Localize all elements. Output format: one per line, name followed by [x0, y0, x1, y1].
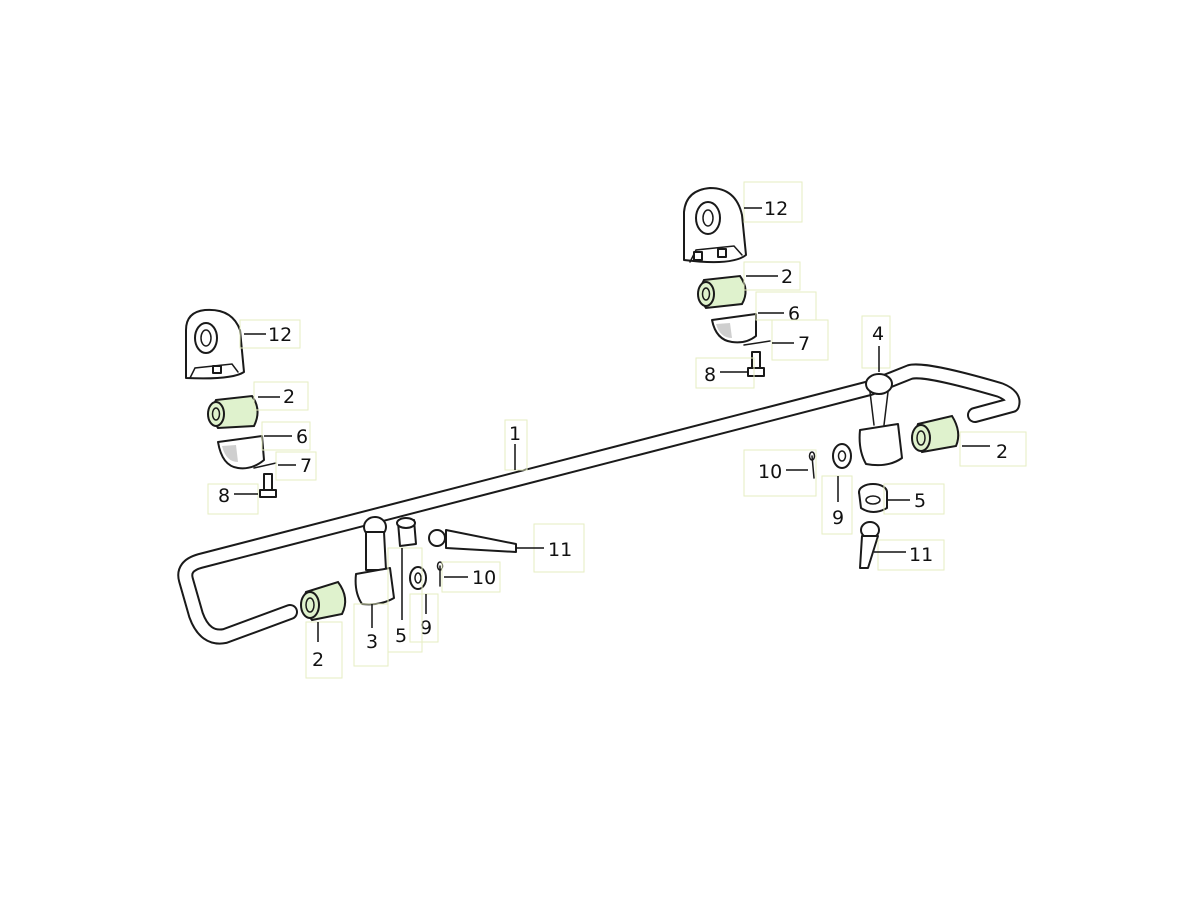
callout-11-stud-left[interactable]: 11 — [548, 539, 572, 561]
callout-8-bolt-right[interactable]: 8 — [704, 364, 716, 386]
right-mount-bracket[interactable] — [683, 187, 747, 264]
callout-9-disc-right[interactable]: 9 — [832, 507, 844, 529]
right-link-bushing[interactable] — [858, 483, 888, 513]
callout-5-bushing-left[interactable]: 5 — [395, 625, 407, 647]
callout-2-bush-left[interactable]: 2 — [312, 649, 324, 671]
callout-3-link-left[interactable]: 3 — [366, 631, 378, 653]
callout-1-bar[interactable]: 1 — [509, 423, 521, 445]
callout-11-stud-right[interactable]: 11 — [909, 544, 933, 566]
callout-10-pin-right[interactable]: 10 — [758, 461, 782, 483]
left-mount-bracket[interactable] — [185, 308, 245, 380]
right-bolt[interactable] — [747, 351, 765, 377]
callout-4-link-right[interactable]: 4 — [872, 323, 884, 345]
left-link-bushing[interactable] — [396, 517, 417, 547]
left-bolt[interactable] — [259, 473, 277, 498]
right-disc[interactable] — [832, 443, 852, 469]
callout-12-bracket-left[interactable]: 12 — [268, 324, 292, 346]
callout-10-pin-left[interactable]: 10 — [472, 567, 496, 589]
callout-2-bush-right[interactable]: 2 — [996, 441, 1008, 463]
left-washer[interactable] — [253, 462, 277, 469]
callout-9-disc-left[interactable]: 9 — [420, 617, 432, 639]
right-drop-link[interactable] — [858, 373, 903, 467]
right-bracket-bush[interactable] — [697, 274, 747, 310]
left-ball-stud[interactable] — [428, 529, 517, 553]
left-drop-link[interactable] — [354, 516, 395, 606]
callout-7-washer-left[interactable]: 7 — [300, 455, 312, 477]
right-cotter-pin[interactable] — [808, 451, 816, 479]
callout-8-bolt-left[interactable]: 8 — [218, 485, 230, 507]
left-bracket-bush[interactable] — [207, 394, 259, 430]
callout-7-washer-right[interactable]: 7 — [798, 333, 810, 355]
left-disc[interactable] — [409, 566, 427, 590]
callout-6-clamp-right[interactable]: 6 — [788, 303, 800, 325]
callout-12-bracket-right[interactable]: 12 — [764, 198, 788, 220]
right-clamp[interactable] — [711, 313, 757, 344]
callout-5-bushing-right[interactable]: 5 — [914, 490, 926, 512]
right-washer[interactable] — [743, 340, 771, 346]
right-bar-bush[interactable] — [911, 414, 960, 454]
callout-2-bush-clamp-right[interactable]: 2 — [781, 266, 793, 288]
right-ball-stud[interactable] — [859, 521, 880, 569]
callout-2-bush-clamp-left[interactable]: 2 — [283, 386, 295, 408]
callout-6-clamp-left[interactable]: 6 — [296, 426, 308, 448]
left-clamp[interactable] — [217, 435, 265, 470]
left-bar-bush[interactable] — [300, 580, 347, 622]
